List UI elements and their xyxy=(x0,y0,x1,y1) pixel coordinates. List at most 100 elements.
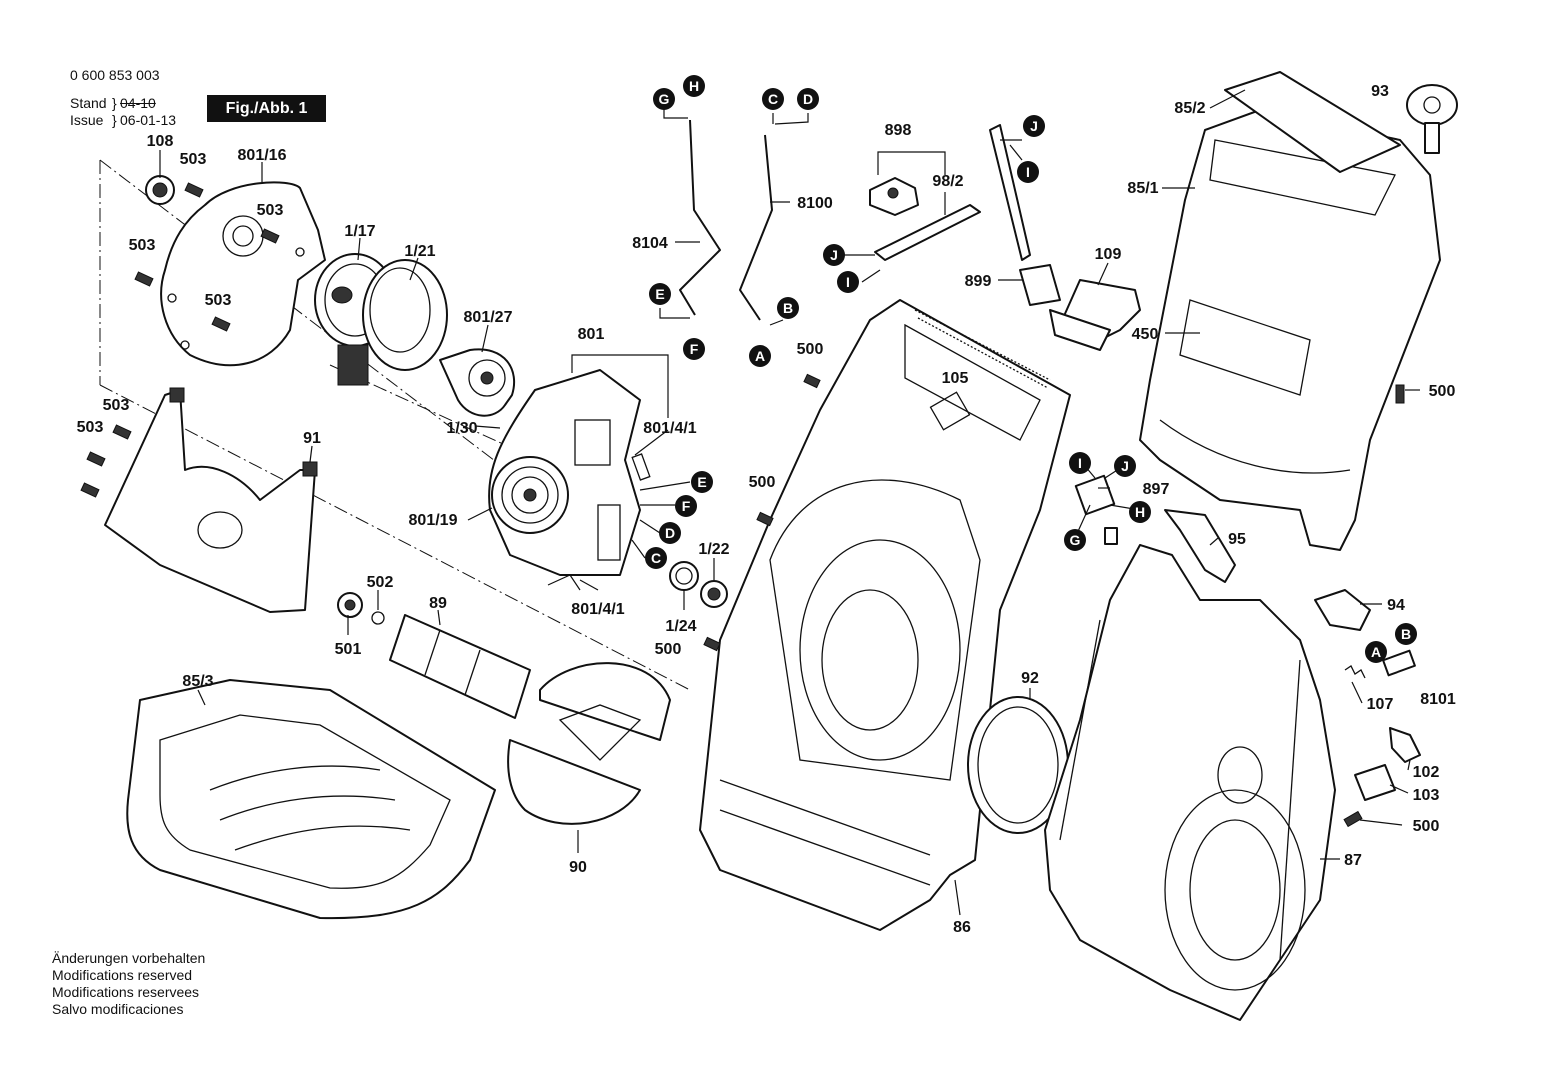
clip-95 xyxy=(1164,509,1236,583)
motor-801 xyxy=(488,369,651,591)
connector-badge: C xyxy=(762,88,784,110)
svg-text:I: I xyxy=(846,274,850,290)
connector-badge: E xyxy=(649,283,671,305)
part-label: 8101 xyxy=(1420,691,1456,708)
screw-500-right xyxy=(1343,384,1405,828)
svg-text:J: J xyxy=(1030,118,1038,134)
bearing-108 xyxy=(145,175,175,205)
revision-block: Stand}04-10 Issue}06-01-13 xyxy=(70,95,176,129)
part-label: 500 xyxy=(1413,818,1440,835)
svg-text:E: E xyxy=(655,286,664,302)
part-label: 801/19 xyxy=(409,512,458,529)
connector-badge: J xyxy=(1114,455,1136,477)
part-label: 801 xyxy=(578,326,605,343)
part-label: 1/17 xyxy=(344,223,375,240)
footer-line: Modifications reservees xyxy=(52,984,200,1000)
svg-text:F: F xyxy=(690,341,699,357)
connector-badge: C xyxy=(645,547,667,569)
hood-85-1 xyxy=(1139,109,1441,551)
connector-897 xyxy=(1074,474,1118,545)
screw-501 xyxy=(337,592,363,618)
part-label: 501 xyxy=(335,641,362,658)
part-label: 85/3 xyxy=(182,673,213,690)
cable-899 xyxy=(989,124,1061,306)
part-label: 801/4/1 xyxy=(643,420,696,437)
knob-102 xyxy=(1389,727,1421,763)
connector-badges: G H C D E F B A J I J I E F D C I J H G … xyxy=(645,75,1417,663)
part-label: 86 xyxy=(953,919,971,936)
svg-text:J: J xyxy=(830,247,838,263)
connector-badge: G xyxy=(653,88,675,110)
part-label: 500 xyxy=(797,341,824,358)
connector-8101 xyxy=(1382,649,1416,677)
part-label: 94 xyxy=(1387,597,1405,614)
connector-badge: F xyxy=(683,338,705,360)
footer-notes: Änderungen vorbehalten Modifications res… xyxy=(52,950,205,1018)
part-label: 503 xyxy=(103,397,130,414)
svg-text:B: B xyxy=(783,300,793,316)
svg-text:A: A xyxy=(755,348,765,364)
part-label: 8100 xyxy=(797,195,833,212)
part-label: 87 xyxy=(1344,852,1362,869)
part-label: 85/2 xyxy=(1174,100,1205,117)
svg-text:H: H xyxy=(1135,504,1145,520)
connector-badge: H xyxy=(683,75,705,97)
cover-plate-85-2 xyxy=(1224,71,1401,173)
part-label: 500 xyxy=(1429,383,1456,400)
part-label: 503 xyxy=(77,419,104,436)
rod-98-2 xyxy=(874,204,981,261)
connector-badge: D xyxy=(797,88,819,110)
part-labels: 108 503 801/16 503 503 503 1/17 1/21 801… xyxy=(77,83,1456,936)
svg-text:J: J xyxy=(1121,458,1129,474)
part-label: 93 xyxy=(1371,83,1389,100)
bracket-94 xyxy=(1314,589,1371,631)
part-label: 92 xyxy=(1021,670,1039,687)
knob-103 xyxy=(1354,764,1396,801)
connector-badge: H xyxy=(1129,501,1151,523)
vent-grille xyxy=(914,309,1051,389)
connector-badge: B xyxy=(777,297,799,319)
connector-badge: G xyxy=(1064,529,1086,551)
cable-8100 xyxy=(739,134,773,321)
washer-502 xyxy=(371,611,385,625)
screws-500-center xyxy=(703,373,821,652)
housing-87 xyxy=(1044,544,1336,1021)
part-label: 89 xyxy=(429,595,447,612)
svg-text:B: B xyxy=(1401,626,1411,642)
footer-line: Salvo modificaciones xyxy=(52,1001,184,1017)
actuator-109 xyxy=(1049,279,1141,351)
issue-value: 06-01-13 xyxy=(120,112,177,128)
part-label: 105 xyxy=(942,370,969,387)
part-label: 801/27 xyxy=(464,309,513,326)
svg-text:E: E xyxy=(697,474,706,490)
svg-text:G: G xyxy=(659,91,670,107)
part-label: 98/2 xyxy=(932,173,963,190)
issue-label: Issue xyxy=(70,112,104,128)
connector-badge: I xyxy=(1069,452,1091,474)
part-label: 109 xyxy=(1095,246,1122,263)
spring-107 xyxy=(1344,665,1366,679)
part-label: 801/16 xyxy=(238,147,287,164)
part-label: 91 xyxy=(303,430,321,447)
connector-badge: I xyxy=(1017,161,1039,183)
knob-93 xyxy=(1406,84,1458,154)
part-label: 899 xyxy=(965,273,992,290)
washer-1-24 xyxy=(669,561,699,591)
svg-text:I: I xyxy=(1078,455,1082,471)
part-label: 503 xyxy=(129,237,156,254)
part-label: 8104 xyxy=(632,235,668,252)
connector-badge: J xyxy=(1023,115,1045,137)
part-label: 95 xyxy=(1228,531,1246,548)
part-label: 500 xyxy=(655,641,682,658)
part-label: 503 xyxy=(205,292,232,309)
part-label: 1/24 xyxy=(665,618,696,635)
screws-503 xyxy=(80,182,280,498)
gear-1-21 xyxy=(362,259,448,371)
part-label: 90 xyxy=(569,859,587,876)
pulley-801-27 xyxy=(439,348,516,417)
switch-898 xyxy=(869,177,919,216)
stand-value: 04-10 xyxy=(120,95,156,111)
connector-badge: B xyxy=(1395,623,1417,645)
blade-90 xyxy=(507,662,671,825)
svg-text:D: D xyxy=(803,91,813,107)
